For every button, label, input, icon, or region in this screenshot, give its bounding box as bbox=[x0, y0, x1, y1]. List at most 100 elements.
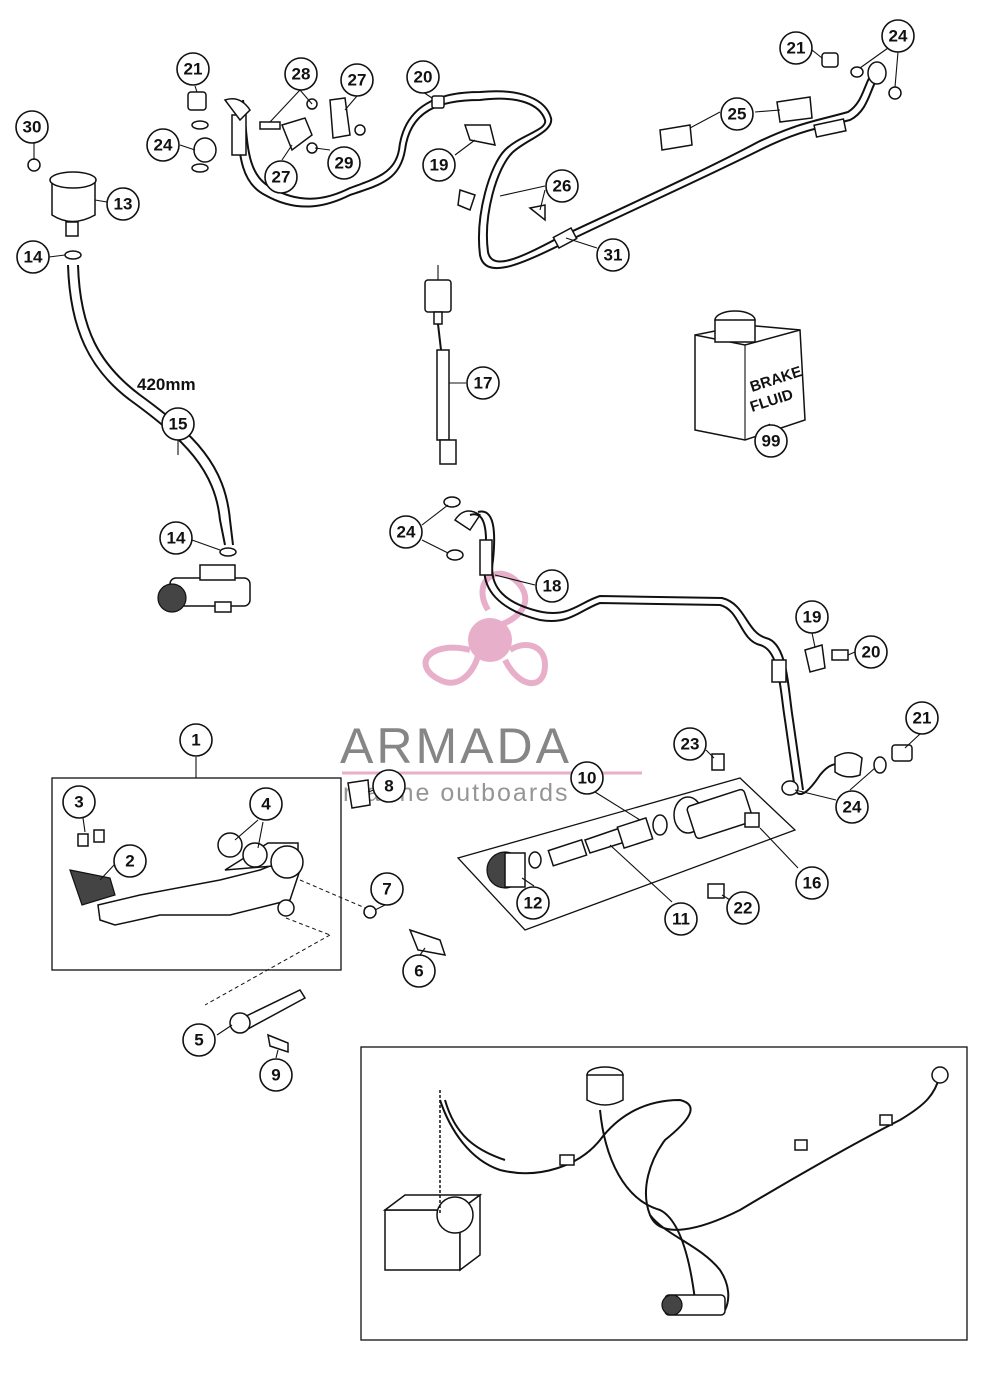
callout-23-label: 23 bbox=[681, 735, 700, 754]
washer-24b-a bbox=[850, 66, 864, 78]
callout-21-right-label: 21 bbox=[913, 709, 932, 728]
callout-9: 9 bbox=[259, 1058, 293, 1092]
inset-banjo bbox=[931, 1066, 949, 1084]
spring-8 bbox=[347, 779, 371, 809]
callout-3-label: 3 bbox=[74, 793, 83, 812]
callout-14-top-label: 14 bbox=[24, 248, 43, 267]
rod-dash-b bbox=[204, 934, 331, 1006]
clip-26a bbox=[457, 189, 476, 212]
cylinder-boot bbox=[157, 583, 187, 613]
nut-22 bbox=[707, 883, 725, 899]
leader-11 bbox=[609, 844, 673, 903]
propeller-hub bbox=[468, 618, 512, 662]
clamp-25b bbox=[776, 96, 813, 123]
callout-7-label: 7 bbox=[382, 880, 391, 899]
piston-11 bbox=[547, 838, 588, 867]
rod-dash-a bbox=[285, 917, 331, 936]
banjo-24d bbox=[834, 752, 863, 778]
banjo-24a bbox=[193, 137, 217, 163]
callout-3: 3 bbox=[62, 785, 96, 819]
brake-fluid-bottle: BRAKE FLUID bbox=[694, 310, 806, 441]
washer-24a-top bbox=[191, 120, 209, 130]
sensor-cable-sheath bbox=[436, 349, 450, 441]
line-18-edge bbox=[477, 510, 804, 791]
callout-8: 8 bbox=[372, 769, 406, 803]
callout-31-label: 31 bbox=[604, 246, 623, 265]
overview-inset bbox=[382, 1066, 949, 1316]
inset-reservoir bbox=[586, 1074, 624, 1106]
middle-brake-line-18 bbox=[443, 496, 913, 796]
sensor-wire-a bbox=[437, 323, 442, 351]
callout-14-bottom: 14 bbox=[159, 521, 193, 555]
oring-10 bbox=[652, 814, 668, 836]
leader-21b bbox=[811, 49, 823, 59]
pedal-arm bbox=[97, 859, 301, 926]
seal-10 bbox=[616, 816, 654, 850]
callout-1-label: 1 bbox=[191, 731, 200, 750]
sensor-connector bbox=[424, 279, 452, 313]
leader-12 bbox=[521, 877, 535, 887]
callout-24-top-right-label: 24 bbox=[889, 27, 908, 46]
callout-11: 11 bbox=[664, 902, 698, 936]
leader-31 bbox=[565, 237, 598, 249]
washer-24a-bottom bbox=[191, 163, 209, 173]
callout-24-middle-label: 24 bbox=[397, 523, 416, 542]
line-18-fitting bbox=[479, 539, 493, 576]
callout-27-top: 27 bbox=[340, 63, 374, 97]
bottle-cap bbox=[714, 319, 756, 343]
leader-27a bbox=[344, 95, 358, 111]
leader-3 bbox=[82, 817, 86, 833]
callout-21-top-right-label: 21 bbox=[787, 39, 806, 58]
callout-6-label: 6 bbox=[414, 962, 423, 981]
rear-master-cylinder bbox=[157, 564, 251, 613]
reservoir-cap bbox=[49, 171, 97, 189]
clamp-25a bbox=[659, 124, 693, 151]
callout-29: 29 bbox=[327, 146, 361, 180]
callout-20-top-label: 20 bbox=[414, 68, 433, 87]
clip-19a bbox=[463, 124, 497, 146]
callout-31: 31 bbox=[596, 238, 630, 272]
callout-8-label: 8 bbox=[384, 777, 393, 796]
callout-24-top-left: 24 bbox=[146, 128, 180, 162]
callout-17: 17 bbox=[466, 366, 500, 400]
leader-25b bbox=[754, 109, 781, 113]
bolt-6 bbox=[408, 928, 447, 956]
callout-99: 99 bbox=[754, 424, 788, 458]
line-18-fitting-lower bbox=[771, 659, 787, 683]
callout-20-right-label: 20 bbox=[862, 643, 881, 662]
callout-24-right-label: 24 bbox=[843, 798, 862, 817]
callout-12-label: 12 bbox=[524, 894, 543, 913]
bolt-9 bbox=[267, 1033, 289, 1054]
leader-13 bbox=[94, 199, 108, 203]
leader-19b bbox=[811, 632, 816, 648]
callout-16: 16 bbox=[795, 866, 829, 900]
hose-clamp-bottom bbox=[219, 547, 237, 557]
inset-lower-line bbox=[599, 1109, 696, 1301]
pedal-pivot bbox=[270, 845, 304, 879]
callout-2-label: 2 bbox=[125, 852, 134, 871]
leader-16 bbox=[759, 827, 799, 869]
inset-cylinder-boot bbox=[661, 1294, 683, 1316]
callout-7: 7 bbox=[370, 872, 404, 906]
callout-24-middle: 24 bbox=[389, 515, 423, 549]
sensor-cable-17 bbox=[424, 265, 457, 465]
banjo-bolt-21a bbox=[187, 91, 207, 111]
hose-clamp-top bbox=[64, 250, 82, 260]
leader-23 bbox=[705, 749, 715, 759]
callout-15-label: 15 bbox=[169, 415, 188, 434]
clamp-27a bbox=[281, 117, 313, 152]
bolt-20a bbox=[431, 95, 445, 109]
pedal-rod-mount bbox=[277, 899, 295, 917]
inset-clamp-a bbox=[794, 1139, 808, 1151]
hose-length-label: 420mm bbox=[137, 375, 196, 394]
leader-21a bbox=[194, 85, 198, 93]
nut-27b bbox=[354, 124, 366, 136]
reservoir-outlet bbox=[65, 221, 79, 237]
callout-99-label: 99 bbox=[762, 432, 781, 451]
bolt-23 bbox=[711, 753, 725, 771]
callout-27-bottom: 27 bbox=[264, 160, 298, 194]
leader-5 bbox=[216, 1024, 233, 1036]
callout-21-top-left: 21 bbox=[176, 52, 210, 86]
callout-19-top-label: 19 bbox=[430, 156, 449, 175]
callout-6: 6 bbox=[402, 954, 436, 988]
